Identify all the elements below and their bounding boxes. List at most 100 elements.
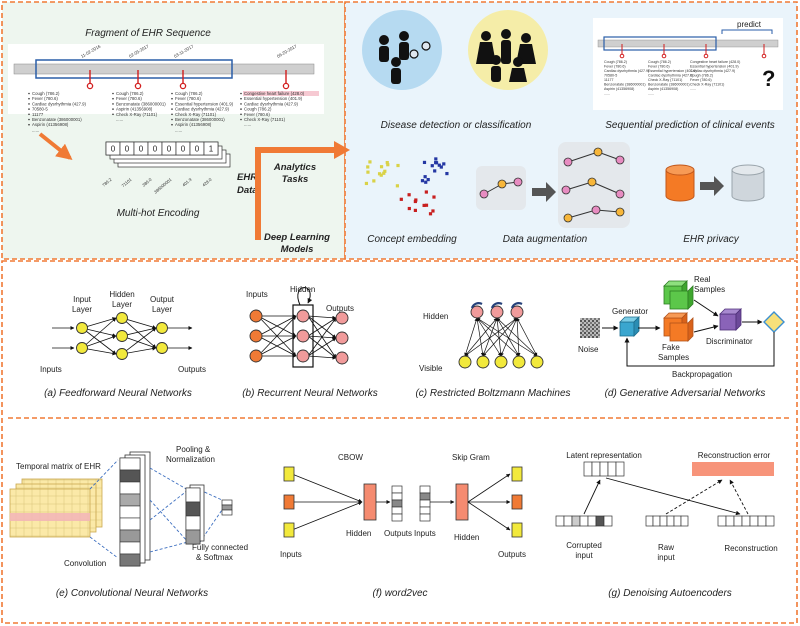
rbm-edge [516,317,538,357]
ffnn-edge [81,335,117,349]
seq-pin-head [761,53,767,59]
cbow-output-cell [391,499,403,508]
skip-hidden [455,483,469,521]
seq-visit-item: Cardiac dysrhythmia (427.9) [648,74,693,78]
skip-edge [467,501,511,531]
privacy-arrow [700,176,724,196]
deep-learning-label-1: Deep Learning [264,232,330,243]
ffnn-node [156,342,168,354]
ffnn-input-layer-1: Input [73,295,92,304]
visit-item: Cardiac dysrhythmia (427.9) [32,101,87,106]
ffnn-edge [81,327,117,355]
corrupted-cell [555,515,565,527]
w2v-cbow: CBOW [338,453,363,462]
bullet [240,113,242,116]
multihot-caption: Multi-hot Encoding [117,208,200,219]
seq-visit-item: Cardiac dysrhythmia (427.9) [690,69,735,73]
bullet [171,97,173,100]
seq-pin-head [619,53,625,59]
visit-item: Cough (786.2) [32,91,60,96]
concept-point [379,165,384,169]
skip-input-cell [419,499,431,508]
augment-big-chains [561,147,625,223]
concept-point [377,172,382,176]
dae-corrupted-2: input [575,551,593,560]
seq-visit-item: Check X-Ray (71101) [690,83,724,87]
cnn-convolution: Convolution [64,559,106,568]
visit-item: Check X-Ray (71101) [116,112,158,117]
feature-cell [119,457,141,471]
vector-cell [203,141,219,156]
recon-error-edge [729,479,749,515]
rbm-visible-node [530,355,544,369]
vector-value: 0 [111,145,116,154]
seq-visit-item: Cough (786.2) [690,74,713,78]
gan-discriminator: Discriminator [706,337,753,346]
deep-learning-label-2: Models [281,244,314,255]
feature-cell [119,517,141,531]
rnn-caption: (b) Recurrent Neural Networks [242,388,378,399]
discriminator-cube [719,308,742,331]
skip-output [511,522,523,538]
w2v-hidden-left: Hidden [346,529,371,538]
vector-code: 71101 [121,177,134,189]
gan-noise: Noise [578,345,599,354]
seq-visit-item: ...... [604,92,610,96]
concept-point [385,160,389,165]
concept-point [423,175,427,179]
bullet [112,92,114,95]
patient-icons [476,29,536,82]
ffnn-caption: (a) Feedforward Neural Networks [44,388,192,399]
latent-cell [591,461,601,477]
bullet [171,92,173,95]
rnn-hidden-node [296,309,310,323]
concept-point [372,179,376,183]
latent-cell [599,461,609,477]
bullet [171,123,173,126]
concept-point [439,165,443,169]
fake-samples-2: Samples [658,353,689,362]
concept-point [382,171,386,175]
ffnn-node [156,322,168,334]
gan-generator: Generator [612,307,648,316]
generator-cube [619,316,640,337]
bullet [28,108,30,110]
ehr-data-label-2: Data [237,185,258,196]
dae-latent: Latent representation [566,451,642,460]
cbow-edge [291,473,363,503]
vector-value: 0 [153,145,158,154]
latent-cell [607,461,617,477]
augment-arrow [532,182,556,202]
bullet [112,108,114,110]
visit-item: ...... [116,117,123,122]
corrupted-cell [603,515,613,527]
skip-input-cell [419,513,431,522]
cnn-fc-2: & Softmax [196,553,233,562]
ehr-sequence-panel [1,1,346,260]
seq-visit-item: 70580-5 [604,74,617,78]
pool-cell [185,529,201,545]
feature-cell [119,469,141,483]
cnn-fc-1: Fully connected [192,543,248,552]
concept-point [407,193,411,197]
concept-point [395,184,400,188]
reconstruction-cell [757,515,767,527]
skip-edge [467,473,511,503]
seq-pin-head [703,53,709,59]
gan-backprop: Backpropagation [672,370,732,379]
reconstruction-cell [725,515,735,527]
concept-point [428,212,433,216]
concept-point [366,170,370,174]
w2v-skipgram: Skip Gram [452,453,490,462]
feature-cell [119,481,141,495]
concept-point [414,198,418,202]
w2v-inputs-left: Inputs [280,550,302,559]
decode-edge [605,477,741,516]
dae-recon-error: Reconstruction error [698,451,771,460]
visit-item: ...... [244,122,251,127]
seq-pin-head [661,53,667,59]
pool-cell [185,487,201,503]
skip-output [511,466,523,482]
concept-point [430,164,434,168]
